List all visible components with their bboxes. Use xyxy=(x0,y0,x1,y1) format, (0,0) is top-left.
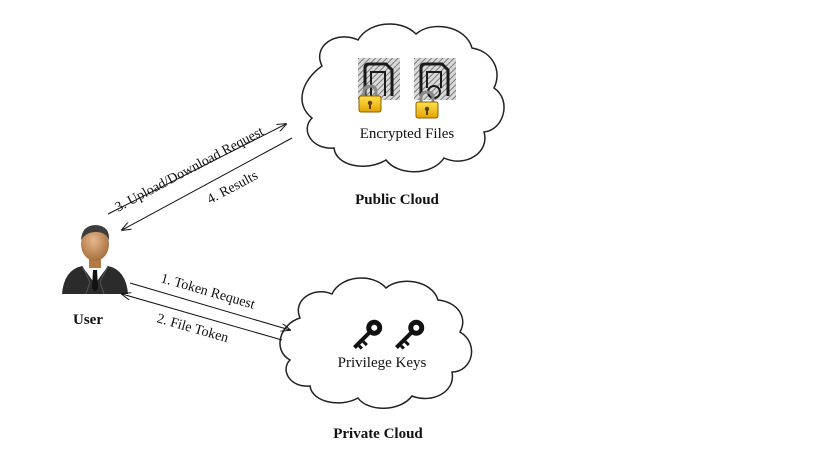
encrypted-files-label: Encrypted Files xyxy=(360,126,455,142)
upload-download-arrow xyxy=(107,124,286,215)
results-label: 4. Results xyxy=(205,168,261,207)
token-request-arrow xyxy=(129,282,290,330)
private-cloud-shape xyxy=(279,277,473,409)
public-cloud-title: Public Cloud xyxy=(355,192,439,208)
token-request-label: 1. Token Request xyxy=(159,271,257,312)
key-icon xyxy=(353,319,383,350)
upload-download-label: 3. Upload/Download Request xyxy=(113,124,267,215)
lock-icon xyxy=(358,84,382,113)
user-icon xyxy=(62,225,128,295)
file-token-arrow xyxy=(122,294,283,341)
file-token-label: 2. File Token xyxy=(155,311,230,346)
public-cloud: Encrypted Files xyxy=(301,23,505,173)
public-cloud-shape xyxy=(301,23,505,173)
results-arrow xyxy=(122,137,293,230)
private-cloud-title: Private Cloud xyxy=(333,426,423,442)
privilege-keys-label: Privilege Keys xyxy=(338,355,427,371)
lock-icon xyxy=(415,90,439,119)
user-label: User xyxy=(73,312,103,328)
encrypted-file-icon xyxy=(414,58,456,100)
private-cloud: Privilege Keys xyxy=(279,277,473,409)
key-icon xyxy=(395,319,425,350)
